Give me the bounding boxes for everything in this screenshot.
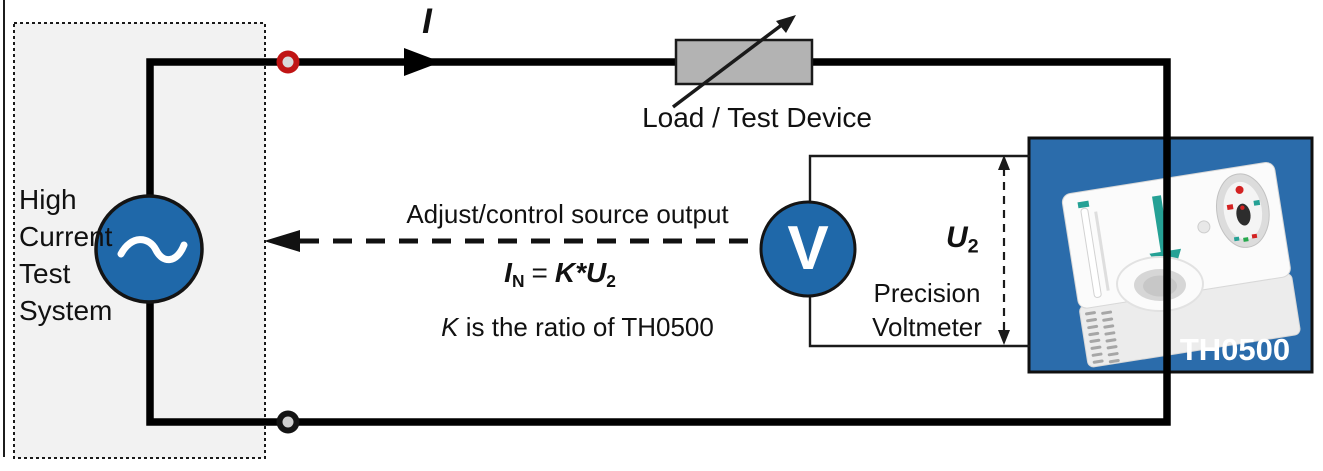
u2-base: U <box>946 221 968 254</box>
voltmeter-label: Precision Voltmeter <box>843 276 1011 344</box>
device-label-strip-2 <box>1094 211 1110 291</box>
connector-mark-a <box>1233 236 1240 242</box>
voltmeter-circle <box>759 200 857 298</box>
source-label-line-1: High <box>19 184 77 215</box>
current-label: I <box>422 2 432 41</box>
u2-sub: 2 <box>967 235 979 258</box>
connector-mark-b <box>1243 237 1249 242</box>
left-edge-line <box>3 0 5 457</box>
formula-sub-2: 2 <box>606 270 616 291</box>
connector-red-dot <box>1235 185 1244 194</box>
connector-mark-c <box>1251 233 1258 239</box>
source-label-line-3: Test <box>19 258 71 289</box>
formula-i: I <box>504 257 512 288</box>
ratio-note: K is the ratio of TH0500 <box>415 310 740 344</box>
feedthrough-hole-inner <box>1143 275 1177 297</box>
connector-red-mark <box>1226 204 1234 211</box>
connector-knob <box>1236 203 1251 226</box>
sense-wires <box>808 154 1030 348</box>
device-label-strip <box>1080 207 1102 298</box>
device-logo-dot <box>1197 220 1211 234</box>
source-label-line-4: System <box>19 295 113 326</box>
th0500-label: TH0500 <box>1179 332 1291 367</box>
device-vent-grid <box>1085 310 1120 364</box>
source-label-line-2: Current <box>19 221 113 252</box>
ratio-note-k: K <box>441 312 459 342</box>
voltmeter-label-line-2: Voltmeter <box>872 312 982 342</box>
current-arrow-icon <box>404 48 441 76</box>
voltmeter-symbol: V <box>787 214 829 283</box>
main-current-wire <box>146 58 1171 426</box>
ac-wave-icon <box>117 236 188 263</box>
connector-knob-dot <box>1240 205 1245 210</box>
load-resistor <box>674 38 814 86</box>
control-formula: IN =K*U2 <box>460 255 660 299</box>
ac-source-circle <box>94 194 204 304</box>
control-arrow-label: Adjust/control source output <box>406 199 729 229</box>
formula-ku: K*U <box>554 257 607 288</box>
load-label: Load / Test Device <box>642 102 872 133</box>
voltmeter-label-line-1: Precision <box>873 278 981 308</box>
load-variable-arrow <box>671 22 785 109</box>
control-arrow-head <box>264 230 300 252</box>
terminal-black-center <box>282 416 294 428</box>
load-variable-arrow-head <box>776 15 796 33</box>
formula-equals: = <box>531 257 548 288</box>
device-teal-chip <box>1077 200 1090 209</box>
terminal-red-center <box>282 56 294 68</box>
th0500-device-image <box>1061 162 1301 368</box>
u2-label: U2 <box>946 220 979 265</box>
ratio-note-rest: is the ratio of TH0500 <box>458 312 714 342</box>
connector-teal-mark <box>1253 199 1261 206</box>
u2-arrow-head-top <box>998 155 1010 170</box>
source-system-label: High Current Test System <box>19 181 112 329</box>
formula-sub-n: N <box>511 270 525 291</box>
u2-arrow-head-bottom <box>998 330 1010 345</box>
